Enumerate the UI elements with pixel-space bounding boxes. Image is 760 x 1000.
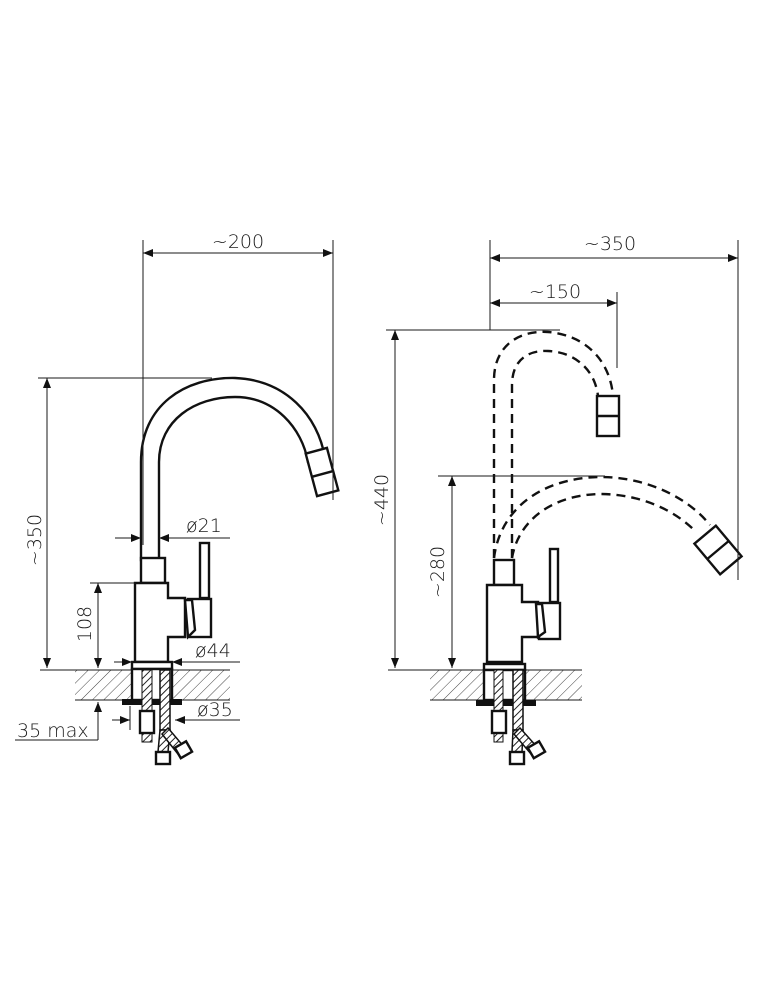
faucet-body-right	[476, 547, 562, 766]
dim-spout-reach: ~150	[529, 281, 581, 303]
dimensions-left	[15, 240, 334, 741]
dim-height-max: ~440	[371, 474, 393, 526]
left-faucet-view: ~200 ~350 ø21 108 ø44 ø35 35 max	[15, 231, 340, 766]
faucet-body-left	[122, 541, 213, 766]
spout-lowered-dashed	[492, 475, 744, 577]
dim-mount-diameter: ø35	[197, 699, 233, 721]
dim-width-left: ~200	[212, 231, 264, 253]
dim-height-left: ~350	[24, 514, 46, 566]
dimensions-right	[386, 240, 739, 668]
dim-base-diameter: ø44	[195, 640, 231, 662]
dim-width-right: ~350	[584, 233, 636, 255]
spout-left	[139, 376, 340, 562]
dim-counter-thickness: 35 max	[17, 720, 89, 742]
spout-raised-dashed	[492, 330, 621, 558]
right-faucet-view: ~350 ~150 ~440 ~280	[371, 233, 744, 766]
dim-height-min: ~280	[427, 546, 449, 598]
dim-spout-diameter: ø21	[186, 515, 222, 537]
handle-lever-left	[198, 541, 211, 600]
dim-body-height: 108	[74, 606, 96, 642]
handle-lever-right	[548, 547, 560, 604]
